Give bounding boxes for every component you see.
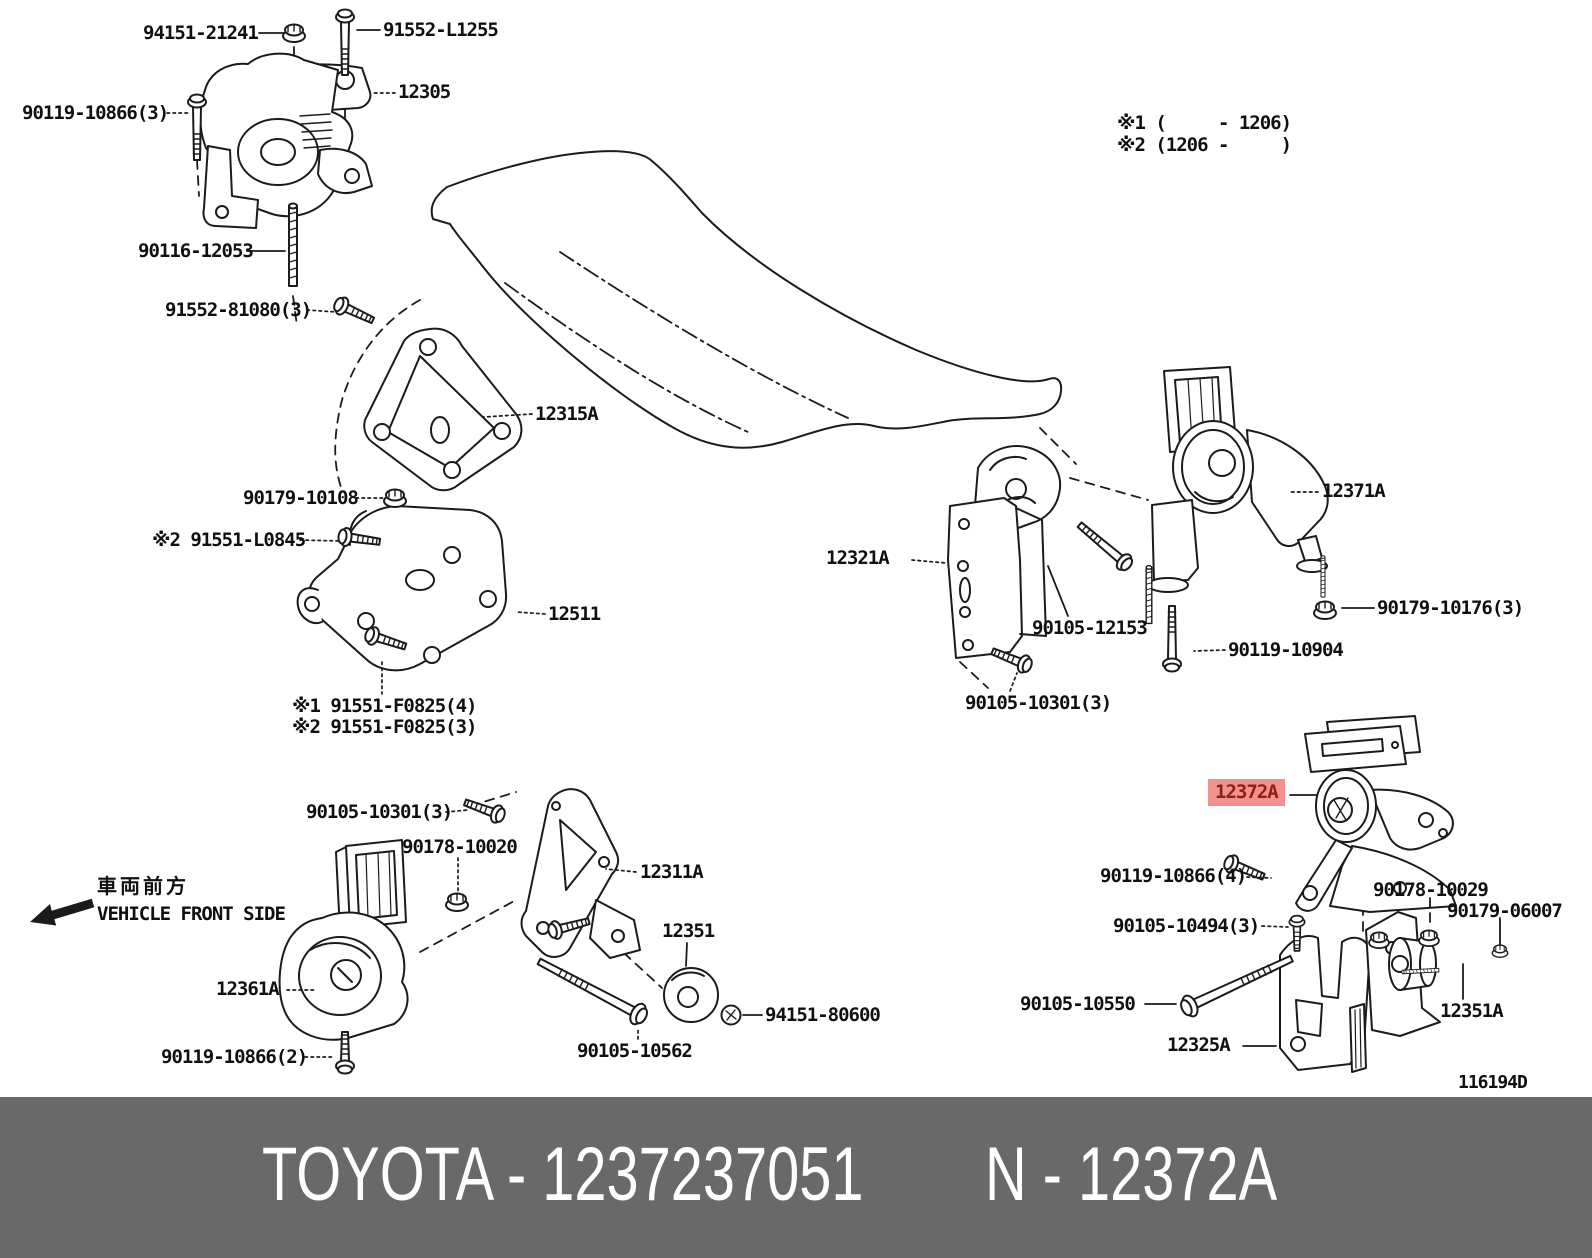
diagram-canvas [30, 8, 1509, 1075]
leader-line [515, 611, 546, 615]
footer-brand-part-number: TOYOTA - 1237237051 [262, 1131, 864, 1217]
legend-note-1: ※1 ( - 1206) [1117, 112, 1292, 134]
part-label-12351A: 12351A [1440, 1000, 1504, 1022]
part-label-90119-10866-4: 90119-10866(4) [1100, 865, 1247, 887]
part-label-90105-12153: 90105-12153 [1032, 617, 1148, 639]
part-label-12305: 12305 [398, 81, 451, 103]
part-label-90178-10029: 90178-10029 [1373, 879, 1489, 901]
part-label-12321A: 12321A [826, 547, 890, 569]
leader-line [1009, 672, 1018, 692]
part-12361A-drawing [278, 839, 409, 1041]
vehicle-front-side-jp: 車両前方 [97, 874, 189, 898]
leader-line [911, 559, 947, 564]
part-label-90179-10108: 90179-10108 [243, 487, 359, 509]
leader-line [306, 309, 337, 313]
part-12371A-drawing [1147, 366, 1329, 593]
part-label-91551-L0845: ※2 91551-L0845 [152, 529, 306, 551]
part-label-90119-10866-2: 90119-10866(2) [161, 1046, 308, 1068]
part-label-90178-10020: 90178-10020 [402, 836, 518, 858]
part-label-91552-L1255: 91552-L1255 [383, 19, 499, 41]
leader-lines [166, 29, 1501, 1058]
part-12311A-drawing [520, 788, 641, 959]
part-label-90105-10494-3: 90105-10494(3) [1113, 915, 1260, 937]
part-12325A-drawing [1279, 911, 1441, 1073]
part-label-90116-12053: 90116-12053 [138, 240, 254, 262]
leader-line [1261, 925, 1289, 928]
part-12372A-drawing [1295, 715, 1457, 913]
part-12351A-drawing [1388, 937, 1437, 991]
vehicle-front-side-en: VEHICLE FRONT SIDE [97, 903, 286, 925]
part-label-91552-81080-3: 91552-81080(3) [165, 299, 312, 321]
footer-banner: TOYOTA - 1237237051 N - 12372A [0, 1097, 1592, 1258]
leader-line [1246, 876, 1272, 879]
leader-line [299, 539, 341, 542]
part-label-12371A: 12371A [1322, 480, 1386, 502]
part-label-90119-10904: 90119-10904 [1228, 639, 1344, 661]
leader-line [605, 868, 637, 873]
part-label-90179-10176-3: 90179-10176(3) [1377, 597, 1524, 619]
part-label-12311A: 12311A [640, 861, 704, 883]
part-label-12372A-highlighted: 12372A [1208, 779, 1285, 806]
leader-line [445, 809, 469, 813]
part-label-91551-F0825-3: ※2 91551-F0825(3) [292, 716, 477, 738]
part-label-12361A: 12361A [216, 978, 280, 1000]
part-label-12351: 12351 [662, 920, 715, 942]
leader-line [1193, 649, 1226, 652]
part-label-12315A: 12315A [535, 403, 599, 425]
vehicle-front-arrow-icon [30, 898, 95, 926]
part-12351-drawing [663, 967, 719, 1023]
leader-line [1047, 565, 1069, 617]
part-label-12511: 12511 [548, 603, 601, 625]
engine-outline-drawing [430, 150, 1063, 449]
part-label-90179-06007: 90179-06007 [1447, 900, 1563, 922]
part-label-90105-10301-3-right: 90105-10301(3) [965, 692, 1112, 714]
part-label-90105-10301-3-left: 90105-10301(3) [306, 801, 453, 823]
part-label-90105-10550: 90105-10550 [1020, 993, 1136, 1015]
part-label-12325A: 12325A [1167, 1034, 1231, 1056]
footer-reference-code: N - 12372A [985, 1131, 1278, 1217]
diagram-code: 116194D [1458, 1072, 1528, 1093]
part-label-90105-10562: 90105-10562 [577, 1040, 693, 1062]
part-label-94151-80600: 94151-80600 [765, 1004, 881, 1026]
part-12305-drawing [199, 52, 373, 229]
part-label-91551-F0825-4: ※1 91551-F0825(4) [292, 695, 477, 717]
part-label-90119-10866-3: 90119-10866(3) [22, 102, 169, 124]
leader-line [483, 413, 533, 418]
part-12315A-drawing [363, 327, 523, 492]
part-12321A-drawing [947, 445, 1062, 659]
leader-line [685, 942, 688, 967]
part-label-94151-21241: 94151-21241 [143, 22, 259, 44]
legend-note-2: ※2 (1206 - ) [1117, 134, 1292, 156]
